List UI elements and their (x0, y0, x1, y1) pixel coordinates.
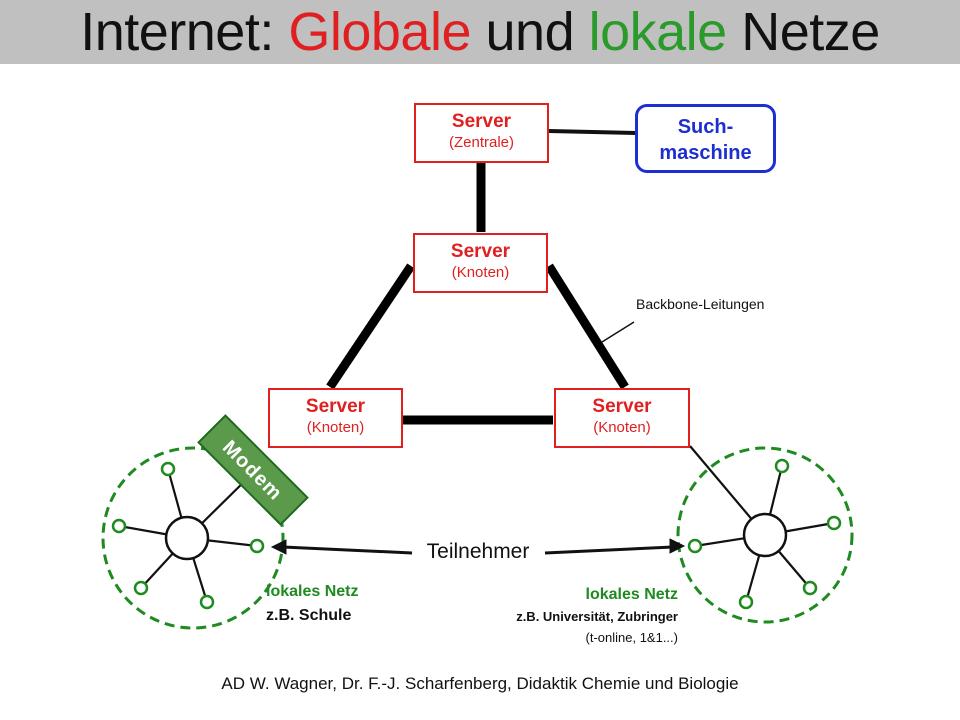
search-engine-box: Such- maschine (635, 104, 776, 173)
node-right-1 (774, 458, 790, 474)
participants-label: Teilnehmer (413, 540, 543, 564)
local-network-right-boundary (676, 446, 854, 624)
hub-left (164, 515, 210, 561)
local-right-sub: z.B. Universität, Zubringer (516, 609, 678, 624)
server-knoten-top-label: Server (450, 241, 511, 262)
participant-arrowhead-right (669, 538, 686, 554)
local-left-title: lokales Netz (266, 583, 359, 600)
local-right-title: lokales Netz (585, 586, 678, 603)
server-knoten-top-sub: (Knoten) (451, 264, 510, 281)
local-left-sub: z.B. Schule (266, 607, 352, 624)
title-part-global: Globale (288, 2, 471, 62)
backbone-pointer (601, 321, 635, 343)
server-knoten-left-sub: (Knoten) (306, 419, 365, 436)
title-part-1: Internet: (80, 2, 289, 62)
node-left-5 (249, 538, 265, 554)
search-engine-line1: Such- (677, 116, 734, 138)
node-right-3 (802, 580, 818, 596)
server-zentrale: Server (Zentrale) (414, 103, 549, 163)
node-right-4 (738, 594, 754, 610)
server-zentrale-sub: (Zentrale) (448, 134, 515, 151)
server-knoten-left: Server (Knoten) (268, 388, 403, 448)
node-left-3 (133, 580, 149, 596)
backbone-left (326, 263, 415, 390)
title-part-local: lokale (588, 2, 728, 62)
node-right-5 (687, 538, 703, 554)
server-knoten-right-sub: (Knoten) (593, 419, 651, 436)
participant-arrowhead-left (270, 539, 287, 555)
server-knoten-right: Server (Knoten) (554, 388, 690, 448)
server-zentrale-label: Server (451, 111, 512, 132)
node-left-1 (160, 461, 176, 477)
page-title: Internet: Globale und lokale Netze (0, 0, 960, 64)
participant-arrow-left (282, 545, 413, 555)
server-knoten-right-label: Server (592, 396, 652, 417)
node-left-2 (111, 518, 127, 534)
search-engine-line2: maschine (659, 142, 752, 164)
server-knoten-top: Server (Knoten) (413, 233, 548, 293)
backbone-right (545, 263, 629, 390)
local-network-left-boundary (101, 446, 285, 630)
node-left-4 (199, 594, 215, 610)
backbone-label: Backbone-Leitungen (636, 296, 765, 312)
local-right-sub2: (t-online, 1&1...) (585, 630, 679, 645)
search-link (548, 129, 637, 135)
server-knoten-left-label: Server (305, 396, 366, 417)
participant-arrow-right (544, 545, 674, 555)
footer-credit: AD W. Wagner, Dr. F.-J. Scharfenberg, Di… (221, 674, 739, 693)
node-right-2 (826, 515, 842, 531)
title-bar (0, 0, 960, 64)
title-part-3: und (471, 2, 589, 62)
title-part-5: Netze (726, 2, 880, 62)
hub-right (742, 512, 788, 558)
modem-box (197, 414, 309, 526)
